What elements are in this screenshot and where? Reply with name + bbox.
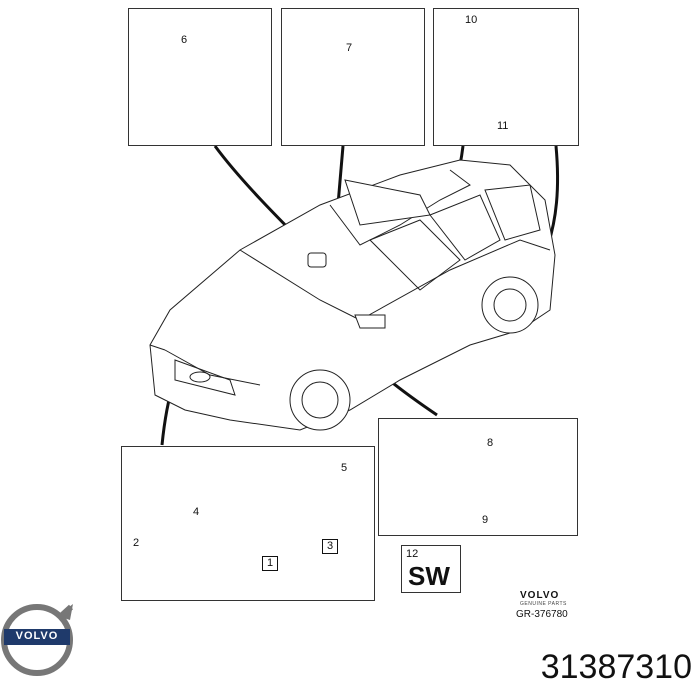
- callout-8: 8: [487, 437, 494, 449]
- software-label: SW: [408, 561, 450, 591]
- brand-wordmark: VOLVO: [520, 590, 560, 601]
- software-box: 12 SW: [401, 545, 461, 593]
- car-outline: [149, 159, 556, 431]
- callout-2: 2: [133, 537, 140, 549]
- volvo-logo-mark: [1, 604, 74, 676]
- callout-11: 11: [497, 120, 509, 132]
- panel-parts-1-5: [121, 446, 375, 601]
- panel-part-7: [281, 8, 425, 146]
- brand-subtitle: GENUINE PARTS: [520, 601, 567, 607]
- callout-5: 5: [341, 462, 348, 474]
- callout-7: 7: [346, 42, 353, 54]
- callout-3: 3: [322, 539, 339, 554]
- callout-4: 4: [193, 506, 200, 518]
- callout-9: 9: [482, 514, 489, 526]
- panel-part-8: [378, 418, 578, 536]
- part-number: 31387310: [540, 648, 692, 686]
- diagram-reference: GR-376780: [516, 609, 568, 620]
- panel-part-10: [433, 8, 579, 146]
- volvo-logo-text: VOLVO: [15, 630, 59, 642]
- panel-part-6: [128, 8, 272, 146]
- callout-6: 6: [181, 34, 188, 46]
- callout-12: 12: [406, 548, 419, 560]
- callout-10: 10: [465, 14, 478, 26]
- callout-1: 1: [262, 556, 279, 571]
